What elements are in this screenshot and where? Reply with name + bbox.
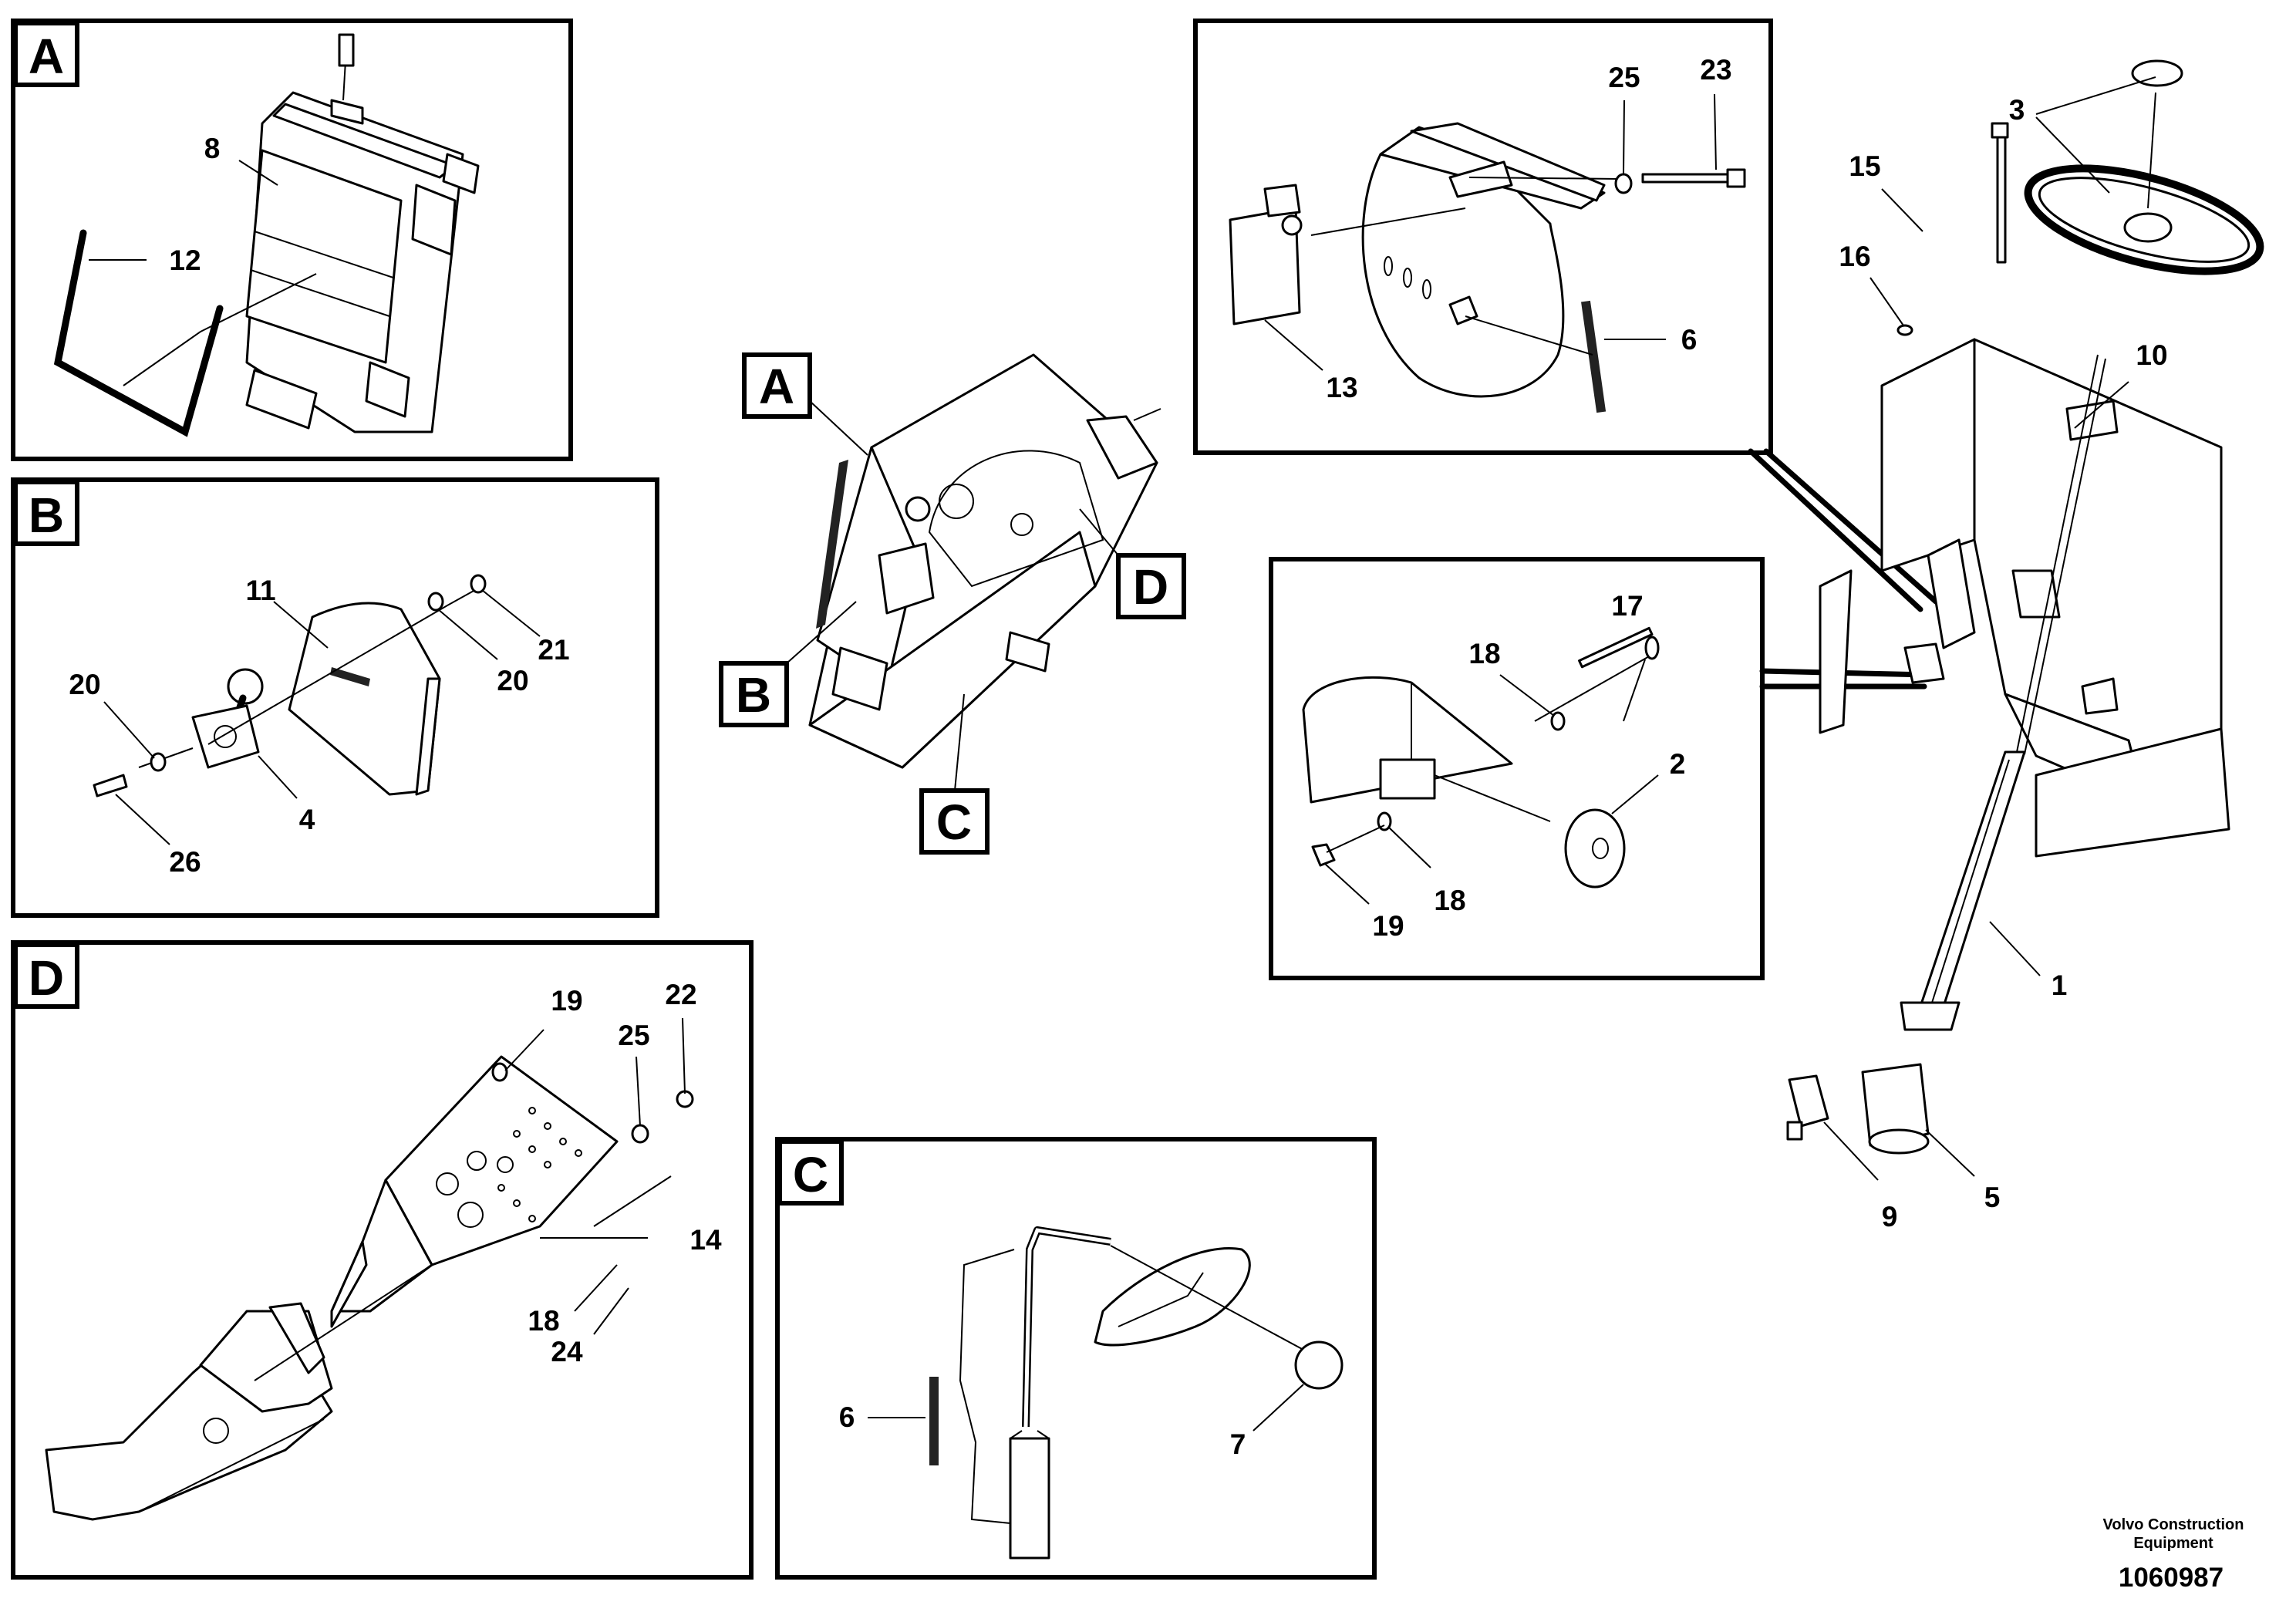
label-16: 16 [1839, 241, 1870, 272]
label-12: 12 [169, 244, 201, 276]
label-15: 15 [1849, 150, 1880, 182]
bracket-12 [53, 229, 317, 437]
label-4: 4 [299, 804, 315, 835]
label-14: 14 [689, 1224, 722, 1256]
label-23: 23 [1700, 54, 1731, 86]
label-25: 25 [618, 1020, 649, 1051]
company-line-1: Volvo Construction [2103, 1516, 2244, 1533]
callout-d: D [1116, 553, 1186, 619]
panel-d-tag: D [29, 950, 64, 1006]
label-1: 1 [2052, 969, 2068, 1001]
label-20-left: 20 [69, 669, 100, 700]
svg-text:C: C [936, 794, 972, 850]
label-9: 9 [1882, 1201, 1898, 1233]
label-26: 26 [169, 846, 201, 878]
label-20-right: 20 [497, 665, 528, 696]
svg-text:A: A [759, 359, 794, 414]
gate-plate [1094, 1247, 1251, 1347]
label-13: 13 [1326, 372, 1357, 403]
svg-text:D: D [1133, 559, 1168, 615]
label-18-lower: 18 [1434, 885, 1465, 916]
label-18-upper: 18 [1468, 638, 1500, 669]
center-console-assembly [808, 353, 1161, 769]
panel-switch-detail: 25 23 6 13 [1193, 19, 1773, 455]
label-10: 10 [2136, 339, 2167, 371]
label-6-c: 6 [839, 1401, 855, 1433]
instrument-panel-plate [330, 1055, 619, 1328]
cover-plate-11 [288, 602, 441, 796]
panel-knob-detail: 17 18 2 18 19 [1269, 557, 1765, 980]
switch-13 [1229, 184, 1303, 325]
label-21: 21 [538, 634, 569, 666]
plate-sector [1302, 676, 1513, 804]
label-11: 11 [245, 575, 275, 606]
label-6-top: 6 [1681, 324, 1698, 356]
label-24: 24 [551, 1336, 583, 1367]
label-19-mid: 19 [1372, 910, 1404, 942]
steering-column-1 [1900, 354, 2106, 1031]
label-8: 8 [204, 133, 221, 164]
console-housing [245, 33, 480, 433]
panel-a-tag: A [29, 29, 64, 84]
callout-a: A [742, 352, 812, 419]
steering-valve-5 [1861, 1063, 1930, 1155]
label-25-top: 25 [1608, 62, 1640, 93]
pedal-bracket [45, 1302, 333, 1521]
label-17: 17 [1611, 590, 1643, 622]
spring-6-top [1581, 300, 1607, 413]
label-7: 7 [1230, 1428, 1246, 1460]
drawing-number: 1060987 [2119, 1563, 2224, 1593]
panel-c-tag: C [793, 1147, 828, 1202]
panel-a: A 8 12 [11, 19, 573, 461]
panel-d: D [11, 940, 754, 1580]
panel-b: B 11 20 21 20 4 26 [11, 477, 659, 918]
label-5: 5 [1984, 1182, 2001, 1213]
label-3: 3 [2009, 94, 2025, 126]
label-2: 2 [1670, 748, 1686, 780]
switch-mount-plate [1361, 122, 1606, 398]
panel-b-tag: B [29, 487, 64, 543]
switch-9 [1786, 1074, 1829, 1141]
label-18: 18 [528, 1305, 559, 1337]
spring-6 [929, 1377, 939, 1465]
label-19: 19 [551, 985, 582, 1017]
label-22: 22 [665, 979, 696, 1010]
company-line-2: Equipment [2133, 1535, 2213, 1552]
svg-text:B: B [736, 667, 771, 723]
steering-assembly [1786, 59, 2264, 1155]
callout-b: B [719, 661, 789, 727]
panel-c: C 6 7 [775, 1137, 1377, 1580]
lever-4 [191, 668, 264, 769]
steering-wheel-3 [2024, 59, 2264, 275]
gear-lever-rod [959, 1226, 1111, 1560]
callout-c: C [919, 788, 990, 855]
